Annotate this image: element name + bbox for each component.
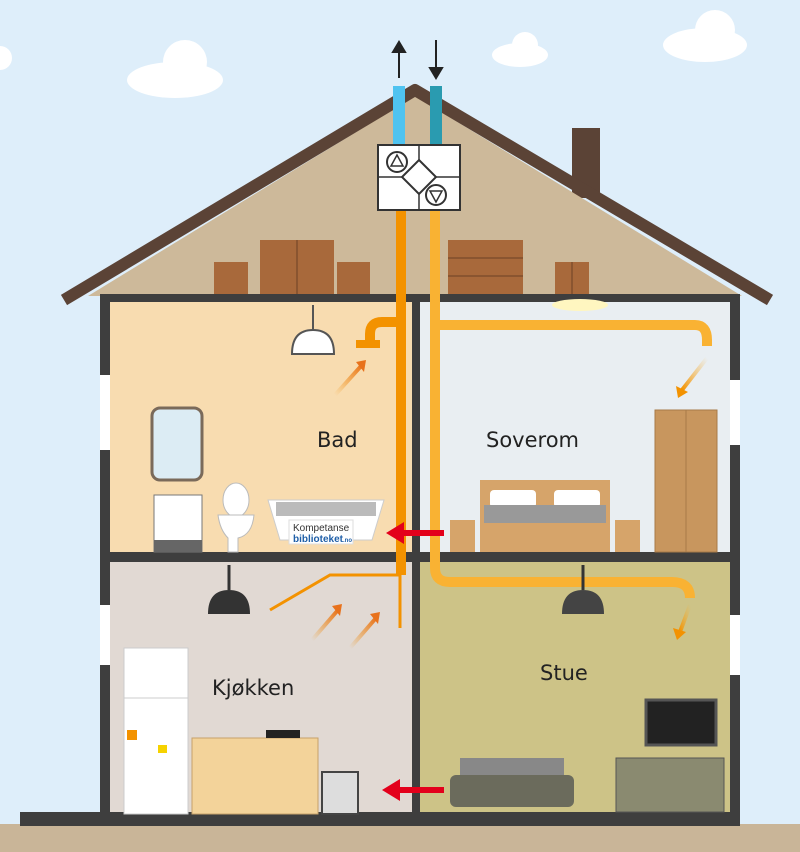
kjokken-furniture (123, 565, 359, 815)
ground (0, 824, 800, 852)
room-label-stue: Stue (540, 661, 588, 685)
svg-text:Kompetanse: Kompetanse (293, 523, 350, 534)
ventilation-unit (377, 144, 461, 211)
soverom-supply-duct (435, 320, 712, 346)
airflow-arrows (310, 356, 709, 650)
bad-furniture: Kompetanse biblioteket.no (150, 305, 385, 553)
attic-storage (214, 240, 589, 296)
kitchen-exhaust-duct (269, 573, 402, 628)
room-label-soverom: Soverom (486, 428, 579, 452)
fan-icon (425, 184, 447, 206)
room-label-bad: Bad (317, 428, 358, 452)
supply-duct (430, 210, 695, 599)
clouds (0, 10, 747, 98)
air-direction-arrows (391, 40, 444, 80)
fan-icon (386, 151, 408, 173)
soverom-furniture (450, 299, 718, 553)
roof (60, 84, 774, 306)
transfer-air-arrows (382, 522, 444, 801)
stue-furniture (450, 565, 725, 813)
bad-exhaust-vent (365, 317, 396, 345)
room-label-kjokken: Kjøkken (212, 676, 294, 700)
svg-text:biblioteket.no: biblioteket.no (293, 534, 352, 545)
intake-duct (393, 86, 405, 146)
outlet-duct (430, 86, 442, 146)
